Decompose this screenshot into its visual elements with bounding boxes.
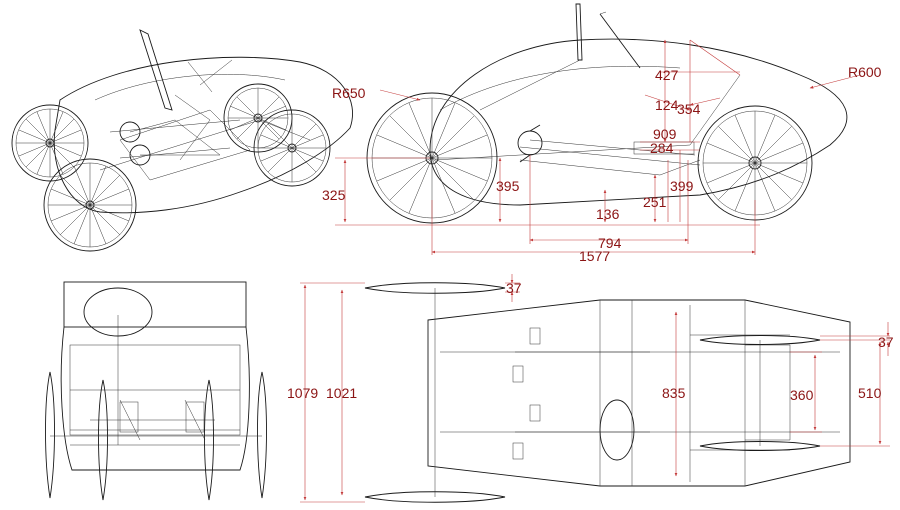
iso-wheel-front (43, 158, 137, 252)
dim-label-395: 395 (496, 178, 520, 194)
dim-label-325: 325 (322, 187, 346, 203)
iso-wheel-rear-left (223, 83, 293, 153)
top-wheels (364, 282, 821, 503)
dim-label-284: 284 (650, 140, 674, 156)
dimension-labels: R650 R600 325 395 136 251 794 1577 399 4… (287, 64, 894, 403)
dim-label-399: 399 (670, 178, 694, 194)
dim-label-251: 251 (643, 194, 667, 210)
dim-label-37-left: 37 (506, 280, 522, 296)
dim-label-427: 427 (655, 67, 679, 83)
radius-front-label: R650 (332, 85, 366, 101)
iso-wheel-left (11, 104, 89, 182)
dim-label-909: 909 (653, 126, 677, 142)
front-wheels (45, 371, 267, 501)
radius-rear-label: R600 (848, 64, 882, 80)
iso-wheel-rear-right (253, 109, 331, 187)
dim-label-37-right: 37 (878, 334, 894, 350)
dim-label-835: 835 (662, 385, 686, 401)
dim-label-794: 794 (598, 235, 622, 251)
dim-label-354: 354 (677, 101, 701, 117)
dim-label-136: 136 (596, 206, 620, 222)
side-view (335, 3, 861, 255)
front-view (45, 281, 267, 501)
dim-label-1079: 1079 (287, 385, 318, 401)
dim-label-1021: 1021 (326, 385, 357, 401)
dim-label-360: 360 (790, 387, 814, 403)
dim-label-124: 124 (655, 97, 679, 113)
dim-label-1577: 1577 (579, 248, 610, 264)
isometric-view (11, 29, 353, 252)
top-view (300, 274, 890, 503)
dim-label-510: 510 (858, 385, 882, 401)
